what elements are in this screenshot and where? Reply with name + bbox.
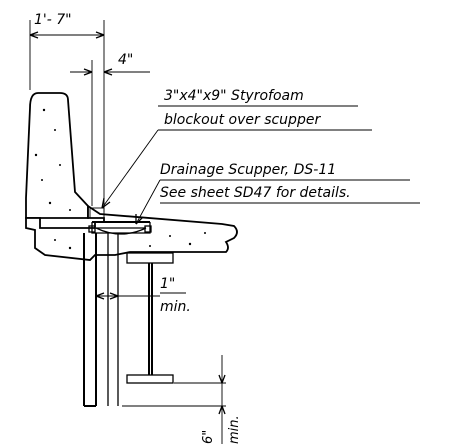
barrier-width-dimension: 1'- 7": [29, 12, 105, 212]
scupper-note-line2: See sheet SD47 for details.: [160, 185, 351, 201]
clearance-dimension: 1" min.: [95, 276, 191, 315]
bottom-dim-unit: min.: [227, 415, 242, 444]
offset-dimension: 4": [70, 52, 150, 206]
drainage-scupper: [88, 207, 152, 235]
barrier-width-label: 1'- 7": [34, 12, 72, 28]
bottom-dim-label: 6": [201, 430, 216, 444]
scupper-pipe: [83, 233, 119, 407]
concrete-barrier: [25, 92, 89, 219]
clearance-unit: min.: [160, 299, 191, 315]
styrofoam-note: 3"x4"x9" Styrofoam blockout over scupper: [101, 88, 372, 209]
bottom-dimension: 6" min.: [122, 355, 242, 444]
styrofoam-note-line2: blockout over scupper: [164, 112, 321, 128]
styrofoam-note-line1: 3"x4"x9" Styrofoam: [164, 88, 304, 104]
scupper-note: Drainage Scupper, DS-11 See sheet SD47 f…: [135, 162, 420, 225]
offset-label: 4": [118, 52, 133, 68]
clearance-label: 1": [160, 276, 175, 292]
steel-girder: [126, 252, 174, 384]
scupper-note-line1: Drainage Scupper, DS-11: [160, 162, 336, 178]
